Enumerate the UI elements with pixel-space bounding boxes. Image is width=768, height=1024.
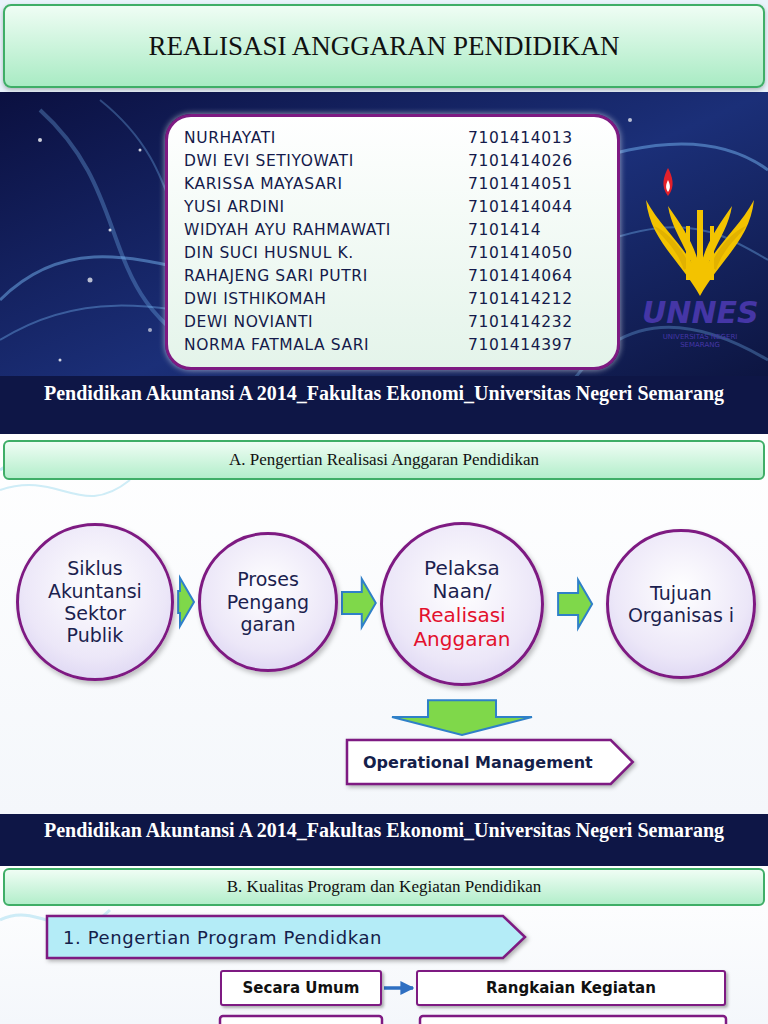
student-number: 7101414232 xyxy=(468,312,573,333)
block-arrow xyxy=(392,700,532,735)
process-circle: Siklus Akuntansi Sektor Publik xyxy=(16,523,174,681)
cut-off-box xyxy=(220,1016,382,1024)
pentagon-shape xyxy=(47,916,525,958)
logo-wordmark: UNNES xyxy=(636,296,764,329)
student-number: 7101414044 xyxy=(468,197,573,218)
band-text: B. Kualitas Program dan Kegiatan Pendidi… xyxy=(227,877,541,897)
process-box: Secara Umum xyxy=(220,970,382,1006)
unnes-logo xyxy=(646,168,754,296)
arrow-line xyxy=(384,986,413,990)
label-holder: Pendidikan Akuntansi A 2014_Fakultas Eko… xyxy=(0,819,768,841)
box-text: Rangkaian Kegiatan xyxy=(486,979,656,997)
footer-text: Pendidikan Akuntansi A 2014_Fakultas Eko… xyxy=(0,382,768,404)
title-band: REALISASI ANGGARAN PENDIDIKAN xyxy=(3,4,765,88)
student-number: 7101414064 xyxy=(468,266,573,287)
title-text: REALISASI ANGGARAN PENDIDIKAN xyxy=(139,31,630,62)
circle-text: Realisasi Anggaran xyxy=(406,604,518,651)
footer-band xyxy=(0,814,768,866)
student-number: 7101414 xyxy=(468,220,573,241)
label-holder: UNIVERSITAS NEGERI SEMARANG xyxy=(636,334,764,349)
block-arrow xyxy=(558,580,592,628)
pent-text: 1. Pengertian Program Pendidkan xyxy=(63,927,382,948)
names-box: NURHAYATI7101414013DWI EVI SETIYOWATI710… xyxy=(165,114,620,370)
pent-text: Operational Management xyxy=(363,753,593,772)
process-circle: Tujuan Organisas i xyxy=(606,529,756,679)
band-text: A. Pengertian Realisasi Anggaran Pendidi… xyxy=(229,450,539,470)
member-name: NURHAYATI xyxy=(184,128,468,149)
slide-two xyxy=(0,434,768,814)
swirl-lines xyxy=(0,100,768,400)
block-arrow xyxy=(178,578,194,626)
circle-text: Tujuan Organisas i xyxy=(627,582,735,627)
process-circle: Proses Pengang garan xyxy=(198,532,338,672)
box-text: Secara Umum xyxy=(243,979,360,997)
student-number: 7101414051 xyxy=(468,174,573,195)
circle-text: Pelaksa Naan/ xyxy=(414,557,510,604)
footer-band xyxy=(0,376,768,434)
footer-text: Pendidikan Akuntansi A 2014_Fakultas Eko… xyxy=(0,819,768,841)
member-name: RAHAJENG SARI PUTRI xyxy=(184,266,468,287)
dark-slide xyxy=(0,92,768,434)
logo-subtitle: UNIVERSITAS NEGERI SEMARANG xyxy=(636,334,764,349)
slide-top xyxy=(0,0,768,96)
cut-off-box xyxy=(420,1016,726,1024)
block-arrow xyxy=(342,579,376,627)
circle-text: Siklus Akuntansi Sektor Publik xyxy=(41,557,149,647)
member-name: DWI ISTHIKOMAH xyxy=(184,289,468,310)
slide-three xyxy=(0,866,768,1024)
student-number: 7101414050 xyxy=(468,243,573,264)
pentagon-box: 1. Pengertian Program Pendidkan xyxy=(45,914,527,960)
circle-text: Proses Pengang garan xyxy=(222,568,314,635)
member-name: YUSI ARDINI xyxy=(184,197,468,218)
label-holder: Pendidikan Akuntansi A 2014_Fakultas Eko… xyxy=(0,382,768,404)
pentagon-box: Operational Management xyxy=(345,738,635,786)
student-number: 7101414026 xyxy=(468,151,573,172)
process-box: Rangkaian Kegiatan xyxy=(416,970,726,1006)
member-name: DWI EVI SETIYOWATI xyxy=(184,151,468,172)
student-number: 7101414013 xyxy=(468,128,573,149)
pentagon-shape xyxy=(347,740,633,784)
member-name: DEWI NOVIANTI xyxy=(184,312,468,333)
label-holder: UNNES xyxy=(636,296,764,329)
process-circle: Pelaksa Naan/Realisasi Anggaran xyxy=(380,522,544,686)
section-band: B. Kualitas Program dan Kegiatan Pendidi… xyxy=(3,868,765,906)
member-name: DIN SUCI HUSNUL K. xyxy=(184,243,468,264)
student-number: 7101414212 xyxy=(468,289,573,310)
member-name: WIDYAH AYU RAHMAWATI xyxy=(184,220,468,241)
member-name: KARISSA MAYASARI xyxy=(184,174,468,195)
student-number: 7101414397 xyxy=(468,335,573,356)
section-band: A. Pengertian Realisasi Anggaran Pendidi… xyxy=(3,440,765,480)
member-name: NORMA FATMALA SARI xyxy=(184,335,468,356)
